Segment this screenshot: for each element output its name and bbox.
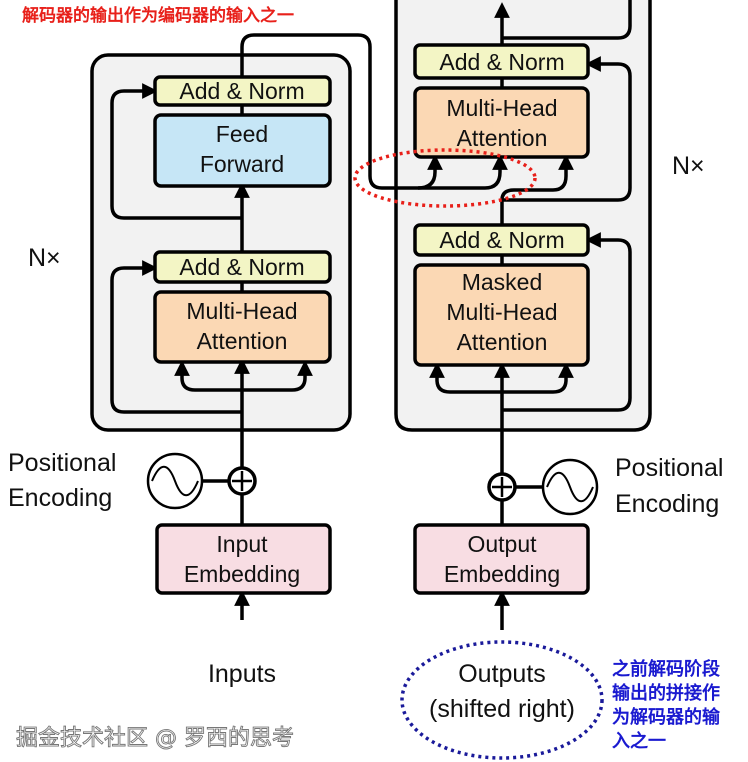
- encoder-feed-forward: Feed Forward: [153, 113, 332, 188]
- outputs-label: (shifted right): [429, 695, 575, 723]
- decoder-add-norm-top: Add & Norm: [413, 43, 590, 80]
- embedding-label: Embedding: [444, 561, 560, 587]
- right-annotation: 之前解码阶段: [612, 658, 721, 680]
- decoder-masked-attention: Masked Multi-Head Attention: [413, 263, 590, 367]
- decoder-multi-head-attention: Multi-Head Attention: [413, 86, 590, 159]
- feed-forward-label: Feed: [216, 121, 268, 147]
- attention-label: Multi-Head: [446, 95, 557, 121]
- attention-label: Masked: [462, 269, 543, 295]
- decoder-sine-wave-icon: [541, 458, 599, 516]
- encoder-add-icon: [227, 466, 257, 496]
- top-annotation: 解码器的输出作为编码器的输入之一: [22, 5, 294, 26]
- encoder-multi-head-attention: Multi-Head Attention: [153, 290, 332, 364]
- encoder-positional-label: Encoding: [8, 484, 112, 512]
- attention-label: Attention: [457, 329, 548, 355]
- encoder-repeat-label: N×: [28, 244, 61, 272]
- add-norm-label: Add & Norm: [439, 49, 564, 75]
- decoder-repeat-label: N×: [672, 152, 705, 180]
- add-norm-label: Add & Norm: [179, 78, 304, 104]
- right-annotation: 为解码器的输: [612, 706, 721, 728]
- add-norm-label: Add & Norm: [179, 254, 304, 280]
- encoder-positional-label: Positional: [8, 449, 116, 477]
- blue-dotted-highlight: [400, 640, 604, 760]
- decoder-add-norm-bottom: Add & Norm: [413, 223, 590, 257]
- input-embedding: Input Embedding: [155, 523, 332, 595]
- add-norm-label: Add & Norm: [439, 227, 564, 253]
- right-annotation: 输出的拼接作: [612, 682, 720, 704]
- encoder-connections: [110, 33, 508, 620]
- output-embedding: Output Embedding: [413, 523, 590, 595]
- decoder-positional-label: Positional: [615, 454, 723, 482]
- inputs-label: Inputs: [208, 660, 276, 688]
- right-annotation: 入之一: [612, 730, 666, 752]
- embedding-label: Input: [216, 531, 268, 557]
- outputs-label: Outputs: [458, 660, 546, 688]
- watermark: 掘金技术社区 @ 罗西的思考: [16, 726, 294, 751]
- decoder-positional-label: Encoding: [615, 490, 719, 518]
- encoder-add-norm-top: Add & Norm: [153, 75, 332, 107]
- encoder-sine-wave-icon: [146, 452, 204, 510]
- attention-label: Attention: [457, 125, 548, 151]
- attention-label: Attention: [197, 328, 288, 354]
- attention-label: Multi-Head: [446, 299, 557, 325]
- encoder-add-norm-bottom: Add & Norm: [153, 250, 332, 284]
- embedding-label: Embedding: [184, 561, 300, 587]
- attention-label: Multi-Head: [186, 298, 297, 324]
- decoder-add-icon: [487, 472, 517, 502]
- feed-forward-label: Forward: [200, 151, 284, 177]
- red-dotted-highlight: [353, 148, 537, 208]
- encoder-stack: [90, 53, 352, 432]
- embedding-label: Output: [467, 531, 537, 557]
